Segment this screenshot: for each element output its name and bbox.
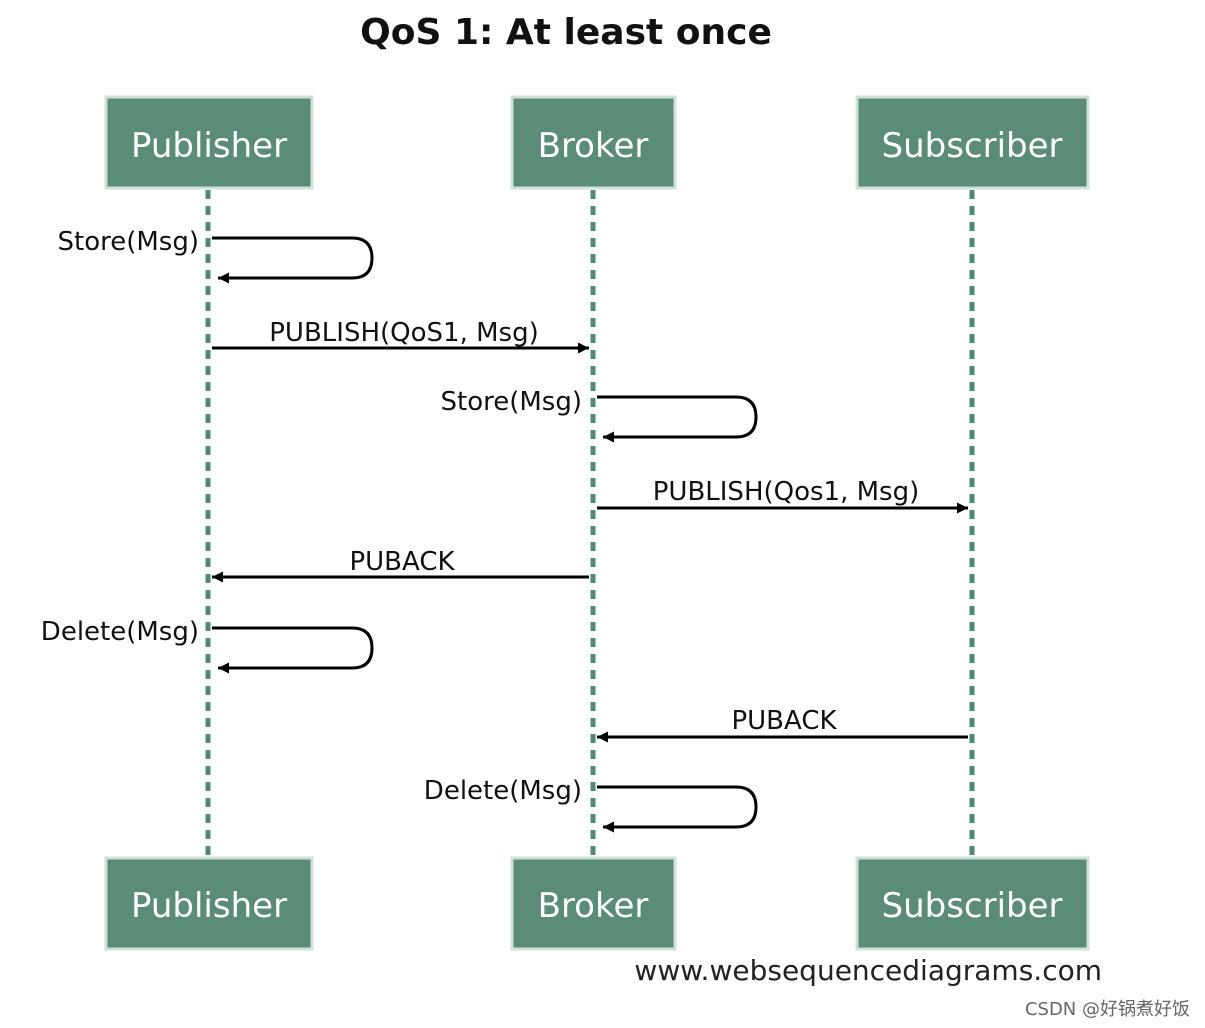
message-label: PUBACK <box>731 706 837 736</box>
actor-box <box>510 856 677 951</box>
message-label: PUBLISH(Qos1, Msg) <box>653 477 920 507</box>
actor-box <box>855 856 1090 951</box>
self-arrow <box>212 626 374 674</box>
message-label: Delete(Msg) <box>41 617 199 647</box>
message-store-publisher: Store(Msg) <box>58 227 374 284</box>
actor-subscriber-top: Subscriber <box>855 95 1090 190</box>
message-label: PUBACK <box>349 547 455 577</box>
diagram-title: QoS 1: At least once <box>360 12 772 53</box>
actor-label: Subscriber <box>881 886 1062 926</box>
actor-box <box>104 856 314 951</box>
actor-publisher-top: Publisher <box>104 95 314 190</box>
actor-publisher-bottom: Publisher <box>104 856 314 951</box>
message-publish-to-subscriber: PUBLISH(Qos1, Msg) <box>597 477 968 514</box>
actor-label: Broker <box>538 886 649 926</box>
lifelines <box>205 190 975 858</box>
message-label: PUBLISH(QoS1, Msg) <box>269 318 538 348</box>
message-store-broker: Store(Msg) <box>441 387 758 443</box>
message-delete-broker: Delete(Msg) <box>424 776 758 833</box>
actor-broker-bottom: Broker <box>510 856 677 951</box>
actor-box <box>855 95 1090 190</box>
message-publish-to-broker: PUBLISH(QoS1, Msg) <box>212 318 589 354</box>
actor-broker-top: Broker <box>510 95 677 190</box>
actor-row-bottom: Publisher Broker Subscriber <box>104 856 1090 951</box>
actor-box <box>104 95 314 190</box>
actor-subscriber-bottom: Subscriber <box>855 856 1090 951</box>
actor-label: Broker <box>538 126 649 166</box>
watermark: CSDN @好锅煮好饭 <box>1025 999 1190 1020</box>
self-arrow <box>212 236 374 284</box>
message-delete-publisher: Delete(Msg) <box>41 617 374 674</box>
message-puback-to-publisher: PUBACK <box>212 547 589 583</box>
message-puback-to-broker: PUBACK <box>597 706 968 743</box>
actor-label: Publisher <box>131 886 287 926</box>
actor-label: Publisher <box>131 126 287 166</box>
actor-box <box>510 95 677 190</box>
self-arrow <box>597 395 758 443</box>
self-arrow <box>597 785 758 833</box>
messages: Store(Msg) PUBLISH(QoS1, Msg) Store(Msg)… <box>41 227 968 833</box>
message-label: Store(Msg) <box>441 387 583 417</box>
footer-credit: www.websequencediagrams.com <box>634 954 1102 987</box>
actor-label: Subscriber <box>881 126 1062 166</box>
message-label: Store(Msg) <box>58 227 200 257</box>
message-label: Delete(Msg) <box>424 776 582 806</box>
actor-row-top: Publisher Broker Subscriber <box>104 95 1090 190</box>
